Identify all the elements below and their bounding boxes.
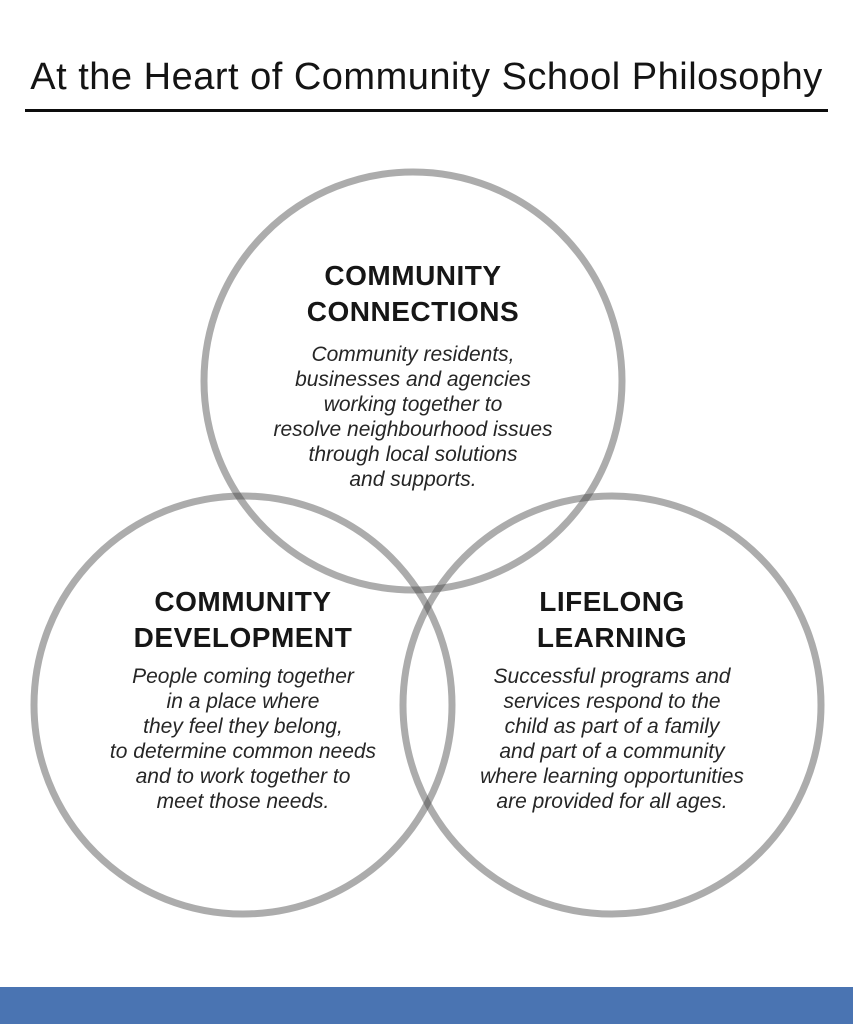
footer-bar: [0, 987, 853, 1024]
left-circle-body: People coming together in a place where …: [109, 665, 377, 813]
venn-circle-community-connections: [200, 168, 626, 594]
page-title: At the Heart of Community School Philoso…: [30, 56, 823, 98]
title-underline: [25, 109, 828, 112]
venn-circle-lifelong-learning: [399, 492, 825, 918]
top-circle-body: Community residents, businesses and agen…: [273, 343, 553, 491]
right-circle-heading: LIFELONG LEARNING: [536, 586, 688, 653]
right-circle-body: Successful programs and services respond…: [480, 665, 744, 813]
left-circle-heading: COMMUNITY DEVELOPMENT: [133, 586, 353, 653]
top-circle-heading: COMMUNITY CONNECTIONS: [306, 260, 520, 327]
venn-circle-community-development: [30, 492, 456, 918]
venn-diagram: [30, 168, 825, 918]
